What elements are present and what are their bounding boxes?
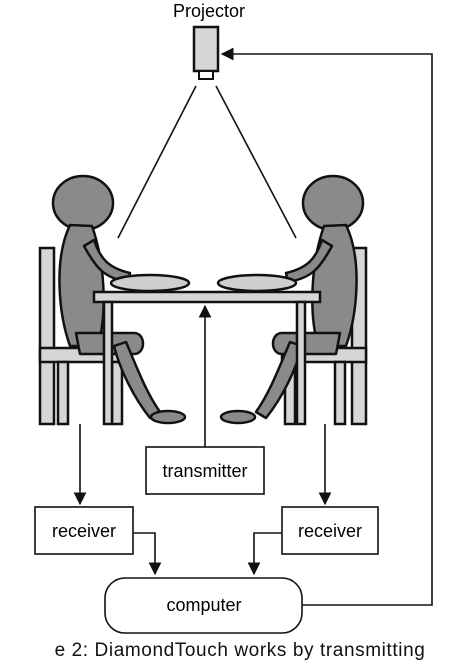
right-person <box>219 174 365 425</box>
receiver-left-box <box>34 506 134 555</box>
projector-icon <box>192 25 220 80</box>
receiver-left-to-computer-arrow <box>133 532 162 576</box>
receiver-left-label: receiver <box>52 521 116 541</box>
projection-ray-right <box>215 85 297 239</box>
receiver-right-to-computer-arrow <box>247 532 282 576</box>
receiver-right-label: receiver <box>298 521 362 541</box>
computer-label: computer <box>166 595 241 615</box>
projector-label: Projector <box>173 1 245 21</box>
projection-ray-left <box>117 85 197 239</box>
figure-caption: e 2: DiamondTouch works by transmitting <box>54 640 426 661</box>
table <box>92 290 322 426</box>
transmitter-label: transmitter <box>162 461 247 481</box>
right-touch-pad <box>216 273 298 293</box>
receiver-right-box <box>281 506 379 555</box>
left-touch-pad <box>109 273 191 293</box>
computer-to-projector-arrow <box>220 47 433 606</box>
